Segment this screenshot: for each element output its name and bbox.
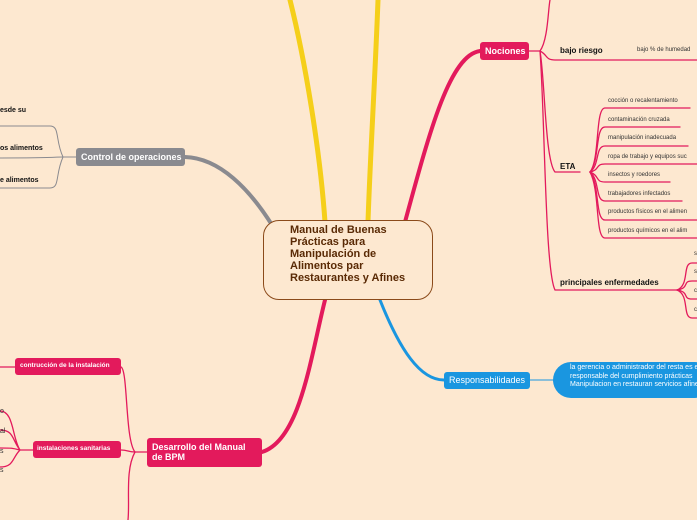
sanitarias-item[interactable]: al [0,428,6,435]
topic-eta[interactable]: ETA [560,162,576,171]
subtopic[interactable]: bajo % de humedad [637,47,691,53]
eta-item[interactable]: contaminación cruzada [608,117,670,123]
disease-item[interactable]: c [694,288,697,294]
eta-item[interactable]: productos químicos en el alim [608,228,688,234]
eta-item[interactable]: productos físicos en el alimen [608,209,688,215]
topic-construccion-instalacion[interactable]: contrucción de la instalación [15,358,121,375]
eta-item[interactable]: manipulación inadecuada [608,135,677,141]
topic-control-operaciones[interactable]: Control de operaciones [76,148,185,166]
topic-instalaciones-sanitarias[interactable]: instalaciones sanitarias [33,441,121,458]
disease-item[interactable]: c [694,307,697,313]
eta-item[interactable]: insectos y roedores [608,172,661,178]
control-item[interactable]: esde su [0,107,27,114]
topic-nociones[interactable]: Nociones [480,42,529,60]
control-item[interactable]: e alimentos [0,177,39,184]
topic-responsabilidades[interactable]: Responsabilidades [444,372,530,389]
central-topic[interactable]: Manual de Buenas Prácticas para Manipula… [263,220,433,300]
eta-item[interactable]: trabajadores infectados [608,191,671,197]
disease-item[interactable]: s [694,269,697,275]
eta-item[interactable]: ropa de trabajo y equipos suc [608,154,687,160]
sanitarias-item[interactable]: s [0,448,4,455]
topic-desarrollo-manual[interactable]: Desarrollo del Manual de BPM [147,438,262,467]
topic-principales-enfermedades[interactable]: principales enfermedades [560,278,659,287]
eta-item[interactable]: cocción o recalentamiento [608,98,678,104]
disease-item[interactable]: s [694,251,697,257]
sanitarias-item[interactable]: s [0,467,4,474]
responsabilidades-note[interactable]: la gerencia o administrador del resta es… [553,362,697,398]
topic-bajo-riesgo[interactable]: bajo riesgo [560,46,603,55]
sanitarias-item[interactable]: o [0,408,4,415]
control-item[interactable]: os alimentos [0,145,43,152]
